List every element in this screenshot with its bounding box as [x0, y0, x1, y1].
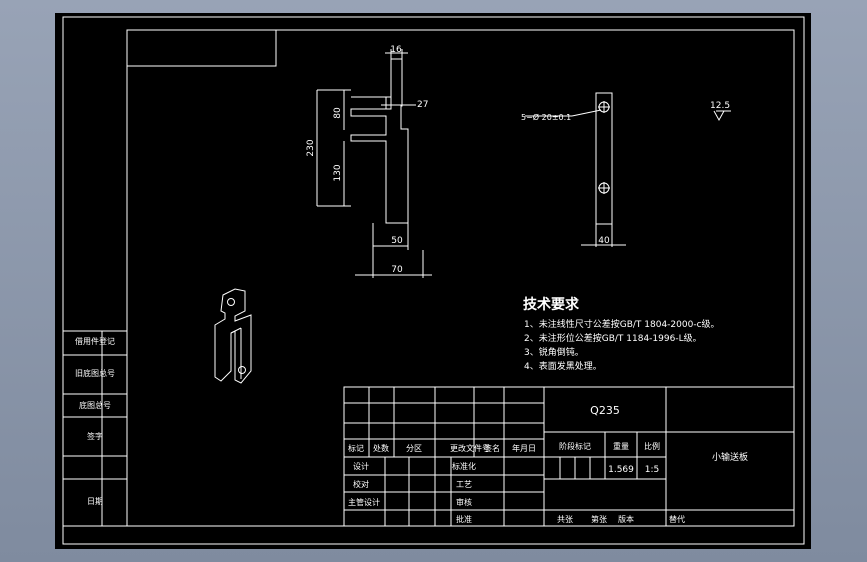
scale-value: 1:5: [645, 465, 659, 475]
isometric-view: [214, 288, 252, 384]
hdr-count: 处数: [373, 443, 389, 453]
label-old-drawing: 旧底图总号: [75, 368, 115, 378]
label-proof: 校对: [353, 479, 369, 489]
side-view: 5−Ø 20±0.1 40: [521, 92, 626, 247]
label-date: 日期: [87, 497, 103, 506]
top-left-box: [126, 29, 277, 67]
label-weight: 重量: [613, 441, 629, 451]
drawing-canvas: 借用件登记 旧底图总号 底图总号 签字 日期 16 27 230 80 130 …: [62, 16, 805, 545]
weight-value: 1.569: [608, 465, 634, 475]
outer-border: [62, 16, 805, 545]
hole-callout: 5−Ø 20±0.1: [521, 112, 571, 122]
tech-item-1: 1、未注线性尺寸公差按GB/T 1804-2000-c级。: [524, 318, 720, 330]
roughness-value: 12.5: [710, 101, 730, 111]
hdr-sign: 签名: [484, 443, 500, 453]
dim-27: 27: [417, 100, 428, 110]
material: Q235: [590, 404, 620, 417]
tech-item-2: 2、未注形位公差按GB/T 1184-1996-L级。: [524, 332, 702, 344]
roughness-symbol: 12.5: [710, 101, 731, 122]
dim-130: 130: [333, 164, 343, 181]
technical-requirements: 技术要求 1、未注线性尺寸公差按GB/T 1804-2000-c级。 2、未注形…: [523, 296, 720, 372]
dim-70: 70: [391, 265, 403, 275]
front-view: 16 27 230 80 130 50 70: [306, 45, 432, 278]
left-registration-block: 借用件登记 旧底图总号 底图总号 签字 日期: [62, 330, 128, 527]
hdr-date: 年月日: [512, 443, 536, 453]
label-approve: 批准: [456, 514, 472, 524]
label-scale: 比例: [644, 441, 660, 451]
hdr-mark: 标记: [348, 443, 364, 453]
label-design: 设计: [353, 461, 369, 471]
title-block: Q235 标记 处数 分区 更改文件号 签名 年月日 设计 校对 主管设计 标准…: [343, 386, 795, 527]
label-sheet-no: 第张: [591, 514, 607, 524]
label-replace: 替代: [669, 514, 685, 524]
label-chief: 主管设计: [348, 497, 380, 507]
dim-40: 40: [598, 236, 610, 246]
hdr-change-doc: 更改文件号: [450, 443, 490, 453]
label-signature: 签字: [87, 431, 103, 441]
dim-80: 80: [333, 107, 343, 119]
hdr-zone: 分区: [406, 444, 422, 453]
label-total-sheets: 共张: [557, 515, 573, 524]
dim-230: 230: [306, 139, 316, 156]
dim-16: 16: [390, 45, 402, 55]
label-borrow: 借用件登记: [75, 336, 115, 346]
label-process: 工艺: [456, 480, 472, 489]
label-drawing-number: 底图总号: [79, 400, 111, 410]
dim-50: 50: [391, 236, 403, 246]
drawing-sheet: 借用件登记 旧底图总号 底图总号 签字 日期 16 27 230 80 130 …: [55, 13, 811, 549]
tech-title: 技术要求: [523, 296, 580, 313]
tech-item-3: 3、锐角倒钝。: [524, 346, 584, 358]
label-standardize: 标准化: [452, 461, 476, 471]
part-name: 小输送板: [712, 451, 748, 463]
label-stage: 阶段标记: [559, 441, 591, 451]
tech-item-4: 4、表面发黑处理。: [524, 360, 602, 372]
label-review: 审核: [456, 497, 472, 507]
label-version: 版本: [618, 514, 634, 524]
